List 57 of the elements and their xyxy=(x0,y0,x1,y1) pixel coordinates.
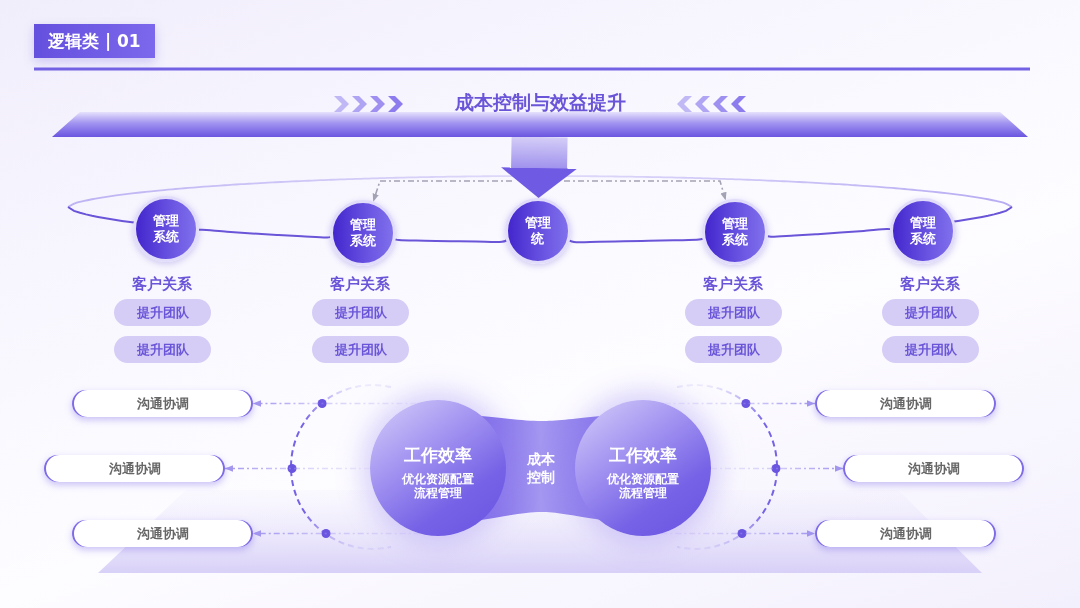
pill-box xyxy=(815,390,996,417)
pill-label: 提升团队 xyxy=(904,304,957,321)
circle-node xyxy=(505,198,571,264)
pill-label: 提升团队 xyxy=(904,341,957,358)
circle-heading: 工作效率 xyxy=(404,444,472,465)
tag-pill xyxy=(114,299,211,326)
column-heading: 客户关系 xyxy=(330,275,390,293)
circle-label: 管理系统 xyxy=(721,216,749,248)
pill-label: 沟通协调 xyxy=(136,395,189,412)
circle-node xyxy=(890,198,956,264)
band-label: 成本控制 xyxy=(526,450,556,486)
circle-label: 管理系统 xyxy=(349,217,377,249)
circle-label: 管理系统 xyxy=(152,213,180,245)
pill-label: 提升团队 xyxy=(707,304,760,321)
pill-box xyxy=(815,520,996,547)
banner-heading: 成本控制与效益提升 xyxy=(454,91,626,113)
pill-label: 沟通协调 xyxy=(108,460,161,477)
pill-label: 提升团队 xyxy=(334,304,387,321)
arrow xyxy=(501,136,578,199)
pill-label: 沟通协调 xyxy=(879,525,932,542)
circle-body: 优化资源配置流程管理 xyxy=(401,471,475,500)
pill-label: 提升团队 xyxy=(334,341,387,358)
title-tag: 逻辑类 | 01 xyxy=(34,24,155,58)
connector-line xyxy=(198,228,332,239)
connector-line xyxy=(394,238,508,244)
pill-label: 沟通协调 xyxy=(907,460,960,477)
circle-label: 管理系统 xyxy=(909,215,937,247)
pill-box xyxy=(72,520,253,547)
pill-label: 提升团队 xyxy=(707,341,760,358)
circle-label: 管理统 xyxy=(524,215,552,247)
arrow xyxy=(563,180,727,202)
circle-heading: 工作效率 xyxy=(609,444,677,465)
tag-pill xyxy=(882,299,979,326)
pill-box xyxy=(72,390,253,417)
banner xyxy=(52,91,1028,137)
tag-pill xyxy=(114,336,211,363)
pill-label: 提升团队 xyxy=(136,341,189,358)
pill-label: 沟通协调 xyxy=(879,395,932,412)
circle-body: 优化资源配置流程管理 xyxy=(606,471,680,500)
tag-pill xyxy=(685,299,782,326)
circle-node xyxy=(330,200,396,266)
column-heading: 客户关系 xyxy=(132,275,192,293)
tag-pill xyxy=(312,336,409,363)
circle-node xyxy=(133,196,199,262)
circle-node xyxy=(702,199,768,265)
pill-box xyxy=(843,455,1024,482)
pill-label: 提升团队 xyxy=(136,304,189,321)
arrow xyxy=(372,180,513,203)
tag-pill xyxy=(312,299,409,326)
tag-pill xyxy=(685,336,782,363)
connector-line xyxy=(568,237,704,244)
column-heading: 客户关系 xyxy=(703,275,763,293)
tag-pill xyxy=(882,336,979,363)
pill-box xyxy=(44,455,225,482)
pill-label: 沟通协调 xyxy=(136,525,189,542)
connector-line xyxy=(766,227,892,238)
column-heading: 客户关系 xyxy=(900,275,960,293)
